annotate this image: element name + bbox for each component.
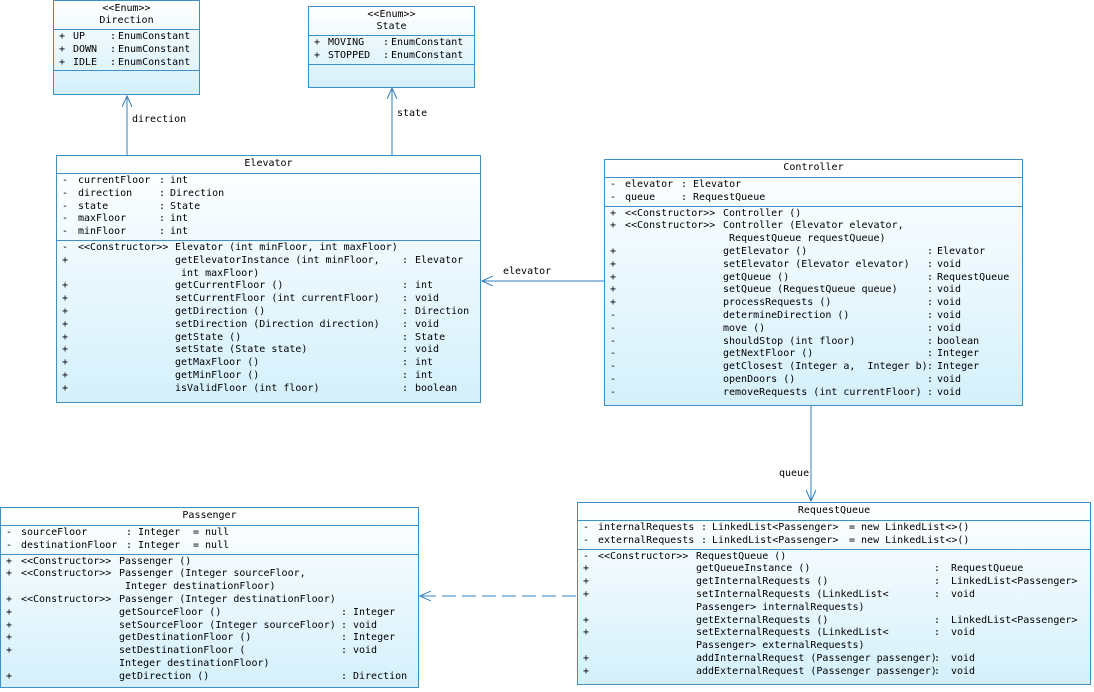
requestqueue-operations: -<<Constructor>>RequestQueue ()+getQueue…	[578, 548, 1090, 680]
attribute-row: -externalRequests:LinkedList<Passenger>=…	[583, 534, 970, 546]
attribute-row: + UP : EnumConstant	[59, 31, 191, 42]
operation-row: -move ():void	[610, 322, 962, 334]
operation-row: +setDestinationFloor (:void	[6, 645, 378, 657]
association-label-direction: direction	[132, 114, 187, 125]
elevator-class-box[interactable]: Elevator -currentFloor:int-direction:Dir…	[56, 155, 481, 403]
controller-operations: +<<Constructor>>Controller ()+<<Construc…	[605, 205, 1022, 401]
state-enum-box[interactable]: <<Enum>> State + MOVING : EnumConstant +…	[308, 6, 475, 88]
operation-row: +<<Constructor>>Passenger (Integer desti…	[6, 593, 336, 605]
operation-row: +addExternalRequest (Passenger passenger…	[583, 665, 976, 677]
operation-row: -removeRequests (int currentFloor):void	[610, 386, 962, 398]
operation-row: +addInternalRequest (Passenger passenger…	[583, 652, 976, 664]
requestqueue-attributes: -internalRequests:LinkedList<Passenger>=…	[578, 520, 1090, 549]
operation-row: +setDirection (Direction direction):void	[62, 318, 440, 330]
state-operations	[309, 63, 474, 80]
requestqueue-class-name: RequestQueue	[797, 505, 871, 516]
operation-row: +isValidFloor (int floor):boolean	[62, 382, 458, 394]
operation-row: +setElevator (Elevator elevator):void	[610, 258, 962, 270]
passenger-attributes: -sourceFloor:Integer= null-destinationFl…	[1, 525, 418, 554]
operation-row: +<<Constructor>>Controller (Elevator ele…	[610, 220, 904, 232]
operation-row: +setSourceFloor (Integer sourceFloor):vo…	[6, 619, 378, 631]
attribute-row: -state:State	[62, 200, 201, 212]
operation-row: +getQueueInstance ():RequestQueue	[583, 563, 1024, 575]
elevator-class-name: Elevator	[244, 158, 293, 169]
controller-class-box[interactable]: Controller -elevator:Elevator-queue:Requ…	[604, 159, 1023, 406]
operation-row: +getState ():State	[62, 331, 446, 343]
operation-row: int maxFloor)	[175, 267, 260, 279]
attribute-row: + MOVING : EnumConstant	[314, 37, 464, 48]
direction-attributes: + UP : EnumConstant + DOWN : EnumConstan…	[54, 29, 199, 70]
attribute-row: + IDLE : EnumConstant	[59, 56, 191, 68]
attribute-row: -queue:RequestQueue	[610, 191, 766, 203]
attribute-row: -direction:Direction	[62, 187, 225, 199]
operation-row: +getDestinationFloor ():Integer	[6, 632, 396, 644]
operation-row: +setInternalRequests (LinkedList<:void	[583, 588, 976, 600]
passenger-class-name: Passenger	[182, 510, 237, 521]
operation-row: Passenger> externalRequests)	[696, 640, 865, 652]
attribute-row: + STOPPED : EnumConstant	[314, 49, 464, 61]
attribute-row: -sourceFloor:Integer= null	[6, 527, 230, 538]
operation-row: Passenger> internalRequests)	[696, 601, 865, 613]
direction-enum-box[interactable]: <<Enum>> Direction + UP : EnumConstant +…	[53, 0, 200, 95]
operation-row: +getQueue ():RequestQueue	[610, 271, 1010, 283]
controller-attributes: -elevator:Elevator-queue:RequestQueue	[605, 177, 1022, 206]
operation-row: -getNextFloor ():Integer	[610, 348, 980, 360]
association-label-state: state	[397, 108, 428, 119]
operation-row: +getCurrentFloor ():int	[62, 280, 434, 292]
state-attributes: + MOVING : EnumConstant + STOPPED : Enum…	[309, 35, 474, 64]
direction-operations	[54, 70, 199, 86]
elevator-operations: -<<Constructor>>Elevator (int minFloor, …	[57, 239, 480, 397]
operation-row: +getDirection ():Direction	[6, 670, 408, 682]
operation-row: +getDirection ():Direction	[62, 305, 470, 317]
operation-row: +<<Constructor>>Controller ()	[610, 207, 802, 219]
operation-row: RequestQueue requestQueue)	[723, 233, 886, 245]
operation-row: +getMaxFloor ():int	[62, 357, 434, 369]
operation-row: +setExternalRequests (LinkedList<:void	[583, 627, 976, 639]
attribute-row: -elevator:Elevator	[610, 179, 742, 190]
state-stereotype: <<Enum>>	[367, 9, 416, 20]
requestqueue-class-box[interactable]: RequestQueue -internalRequests:LinkedLis…	[577, 502, 1091, 685]
operation-row: +<<Constructor>>Passenger ()	[6, 555, 192, 567]
operation-row: -<<Constructor>>RequestQueue ()	[583, 550, 787, 562]
operation-row: +getSourceFloor ():Integer	[6, 606, 396, 618]
elevator-attributes: -currentFloor:int-direction:Direction-st…	[57, 173, 480, 240]
operation-row: +processRequests ():void	[610, 297, 962, 309]
passenger-class-box[interactable]: Passenger -sourceFloor:Integer= null-des…	[0, 507, 419, 688]
attribute-row: -internalRequests:LinkedList<Passenger>=…	[583, 522, 970, 533]
direction-class-name: Direction	[99, 15, 154, 26]
operation-row: +getElevator ():Elevator	[610, 245, 986, 257]
operation-row: +getMinFloor ():int	[62, 369, 434, 381]
passenger-operations: +<<Constructor>>Passenger ()+<<Construct…	[1, 553, 418, 685]
attribute-row: -minFloor:int	[62, 226, 189, 238]
operation-row: Integer destinationFloor)	[119, 657, 270, 669]
operation-row: +setState (State state):void	[62, 344, 440, 356]
operation-row: -shouldStop (int floor):boolean	[610, 335, 980, 347]
operation-row: +getExternalRequests ():LinkedList<Passe…	[583, 614, 1078, 626]
operation-row: +setCurrentFloor (int currentFloor):void	[62, 293, 440, 305]
operation-row: +<<Constructor>>Passenger (Integer sourc…	[6, 568, 306, 580]
attribute-row: + DOWN : EnumConstant	[59, 43, 191, 55]
association-label-queue: queue	[779, 468, 810, 479]
operation-row: +getElevatorInstance (int minFloor,:Elev…	[62, 254, 464, 266]
operation-row: +getInternalRequests ():LinkedList<Passe…	[583, 576, 1078, 588]
operation-row: -getClosest (Integer a, Integer b):Integ…	[610, 361, 980, 373]
attribute-row: -currentFloor:int	[62, 175, 189, 186]
operation-row: -determineDirection ():void	[610, 309, 962, 321]
controller-class-name: Controller	[783, 162, 844, 173]
operation-row: Integer destinationFloor)	[119, 581, 276, 593]
operation-row: -openDoors ():void	[610, 373, 962, 385]
direction-stereotype: <<Enum>>	[102, 3, 151, 14]
operation-row: +setQueue (RequestQueue queue):void	[610, 284, 962, 296]
attribute-row: -destinationFloor:Integer= null	[6, 539, 230, 551]
association-label-elevator: elevator	[503, 266, 552, 277]
operation-row: -<<Constructor>>Elevator (int minFloor, …	[62, 241, 398, 253]
state-class-name: State	[376, 21, 407, 32]
attribute-row: -maxFloor:int	[62, 213, 189, 225]
